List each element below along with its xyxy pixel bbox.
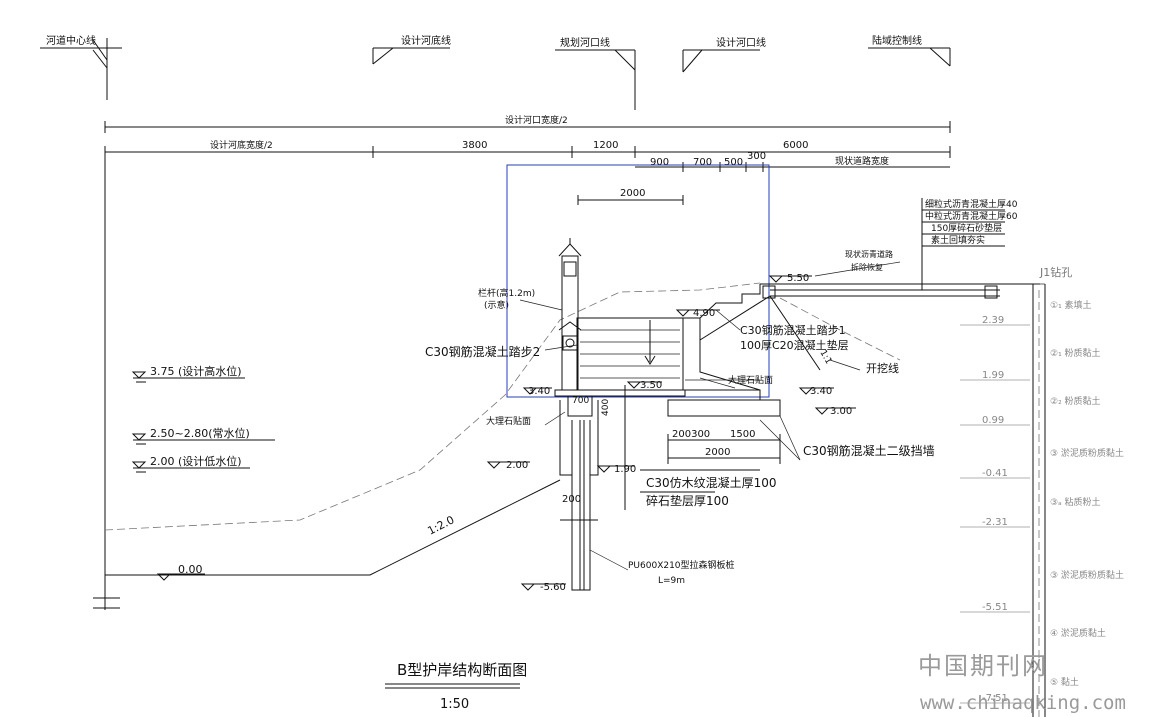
pavement-layer-2: 中粒式沥青混凝土厚60 — [925, 210, 1018, 222]
pavement-layer-1: 细粒式沥青混凝土厚40 — [925, 198, 1018, 210]
borehole-level-marks — [960, 324, 1030, 704]
elev-1-90: 1.90 — [614, 464, 636, 475]
upper-wall-inner — [699, 318, 761, 391]
step2-block — [576, 317, 684, 391]
railing-label: 栏杆(高1.2m) — [478, 287, 535, 299]
dim-6000: 6000 — [783, 140, 808, 151]
wood-slab-label: C30仿木纹混凝土厚100 — [646, 475, 777, 490]
railing-note: (示意) — [484, 299, 509, 311]
soil-layer-6: ③ 淤泥质粉质黏土 — [1050, 569, 1124, 581]
dim-900: 900 — [650, 157, 669, 168]
borehole-level-1: 2.39 — [982, 315, 1004, 326]
road-structure — [760, 261, 1040, 299]
dimension-lines — [104, 121, 951, 610]
borehole-level-4: -0.41 — [982, 468, 1008, 479]
excavation-dash — [779, 297, 901, 361]
cushion-label: 100厚C20混凝土垫层 — [740, 338, 849, 352]
existing-ground-line — [104, 282, 761, 531]
water-level-low: 2.00 (设计低水位) — [150, 454, 242, 468]
borehole-column — [1032, 283, 1046, 717]
elev-minus-5-60: -5.60 — [540, 582, 566, 593]
soil-layer-5: ③ₐ 粘质粉土 — [1050, 496, 1100, 508]
step2-label: C30钢筋混凝土踏步2 — [425, 344, 540, 359]
dim-300: 300 — [747, 151, 766, 162]
land-control-label: 陆域控制线 — [872, 34, 922, 47]
water-level-symbols — [131, 371, 275, 473]
soil-layer-2: ②₁ 粉质黏土 — [1050, 347, 1101, 359]
soil-layer-1: ①₁ 素填土 — [1050, 299, 1092, 311]
pavement-layer-3: 150厚碎石砂垫层 — [931, 222, 1002, 234]
borehole-title: J1钻孔 — [1039, 265, 1072, 279]
dim-road-width: 现状道路宽度 — [835, 155, 889, 167]
borehole-level-2: 1.99 — [982, 370, 1004, 381]
dim-700: 700 — [693, 157, 712, 168]
watermark-url: www.chinaqking.com — [920, 692, 1126, 714]
drawing-title: B型护岸结构断面图 — [397, 661, 527, 679]
design-bottom-label: 设计河底线 — [401, 34, 451, 47]
sheet-pile-label: PU600X210型拉森钢板桩 — [628, 559, 735, 571]
elev-3-00: 3.00 — [830, 406, 852, 417]
elev-4-90: 4.90 — [693, 308, 715, 319]
water-level-high: 3.75 (设计高水位) — [150, 364, 242, 378]
railing-post — [558, 238, 582, 391]
retaining-wall-base — [667, 379, 801, 461]
soil-layer-4: ③ 淤泥质粉质黏土 — [1050, 447, 1124, 459]
gravel-label: 碎石垫层厚100 — [646, 493, 729, 508]
dim-bottom-half: 设计河底宽度/2 — [210, 139, 273, 151]
lower-slab — [554, 389, 686, 417]
elev-0-00: 0.00 — [178, 563, 203, 576]
restore-label: 拆除恢复 — [851, 262, 883, 272]
marble-top-label: 大理石贴面 — [728, 374, 773, 386]
dim-1200: 1200 — [593, 140, 618, 151]
planned-mouth-label: 规划河口线 — [560, 36, 610, 49]
cushion-line — [699, 295, 771, 341]
elev-2-00: 2.00 — [506, 460, 528, 471]
borehole-level-7: -7.51 — [982, 693, 1008, 704]
marble-side-label: 大理石贴面 — [486, 415, 531, 427]
soil-layer-8: ⑤ 黏土 — [1050, 676, 1079, 688]
dim-200300: 200300 — [672, 429, 710, 440]
elev-5-50: 5.50 — [787, 273, 809, 284]
lower-dims — [624, 385, 781, 510]
elev-3-40-left: 3.40 — [528, 386, 550, 397]
borehole-level-6: -5.51 — [982, 602, 1008, 613]
drawing-scale: 1:50 — [440, 697, 469, 712]
control-lines — [40, 38, 951, 110]
step1-label: C30钢筋混凝土踏步1 — [740, 323, 846, 337]
retaining-label: C30钢筋混凝土二级挡墙 — [803, 443, 935, 458]
pile-length-label: L=9m — [658, 576, 685, 586]
dim-1500: 1500 — [730, 429, 755, 440]
dim-2000-a: 2000 — [620, 188, 645, 199]
dim-400: 400 — [601, 399, 611, 416]
dim-200: 200 — [562, 494, 581, 505]
elev-3-40-right: 3.40 — [810, 386, 832, 397]
pavement-callout — [921, 198, 1005, 290]
pavement-layer-4: 素土回填夯实 — [931, 234, 985, 246]
sheet-pile — [559, 400, 599, 591]
dim-mouth-half: 设计河口宽度/2 — [505, 114, 568, 126]
elevation-symbols — [156, 275, 856, 591]
dim-500: 500 — [724, 157, 743, 168]
river-center-label: 河道中心线 — [46, 34, 96, 47]
design-mouth-label: 设计河口线 — [716, 36, 766, 49]
dim-2000-b: 2000 — [705, 447, 730, 458]
elev-3-50: 3.50 — [640, 380, 662, 391]
existing-road-label: 现状沥青道路 — [845, 249, 893, 259]
soil-layer-7: ④ 淤泥质黏土 — [1050, 627, 1106, 639]
excavation-label: 开挖线 — [866, 361, 899, 375]
watermark-cn: 中国期刊网 — [918, 652, 1048, 680]
callout-leaders — [519, 295, 861, 571]
borehole-level-3: 0.99 — [982, 415, 1004, 426]
borehole-level-5: -2.31 — [982, 517, 1008, 528]
river-bed — [105, 479, 561, 576]
water-level-normal: 2.50~2.80(常水位) — [150, 426, 250, 440]
dim-700-b: 700 — [572, 396, 589, 406]
soil-layer-3: ②₂ 粉质黏土 — [1050, 395, 1101, 407]
dim-3800: 3800 — [462, 140, 487, 151]
selection-box — [506, 164, 770, 398]
